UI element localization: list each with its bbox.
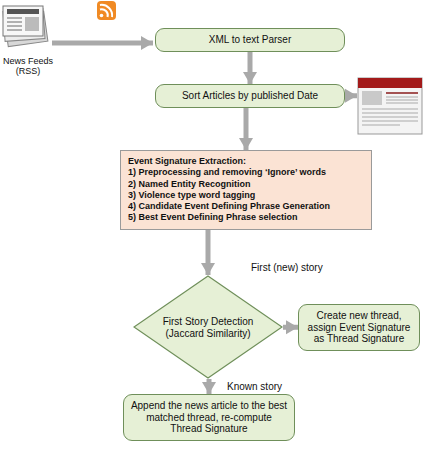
flow-arrow xyxy=(207,379,212,394)
caption-label: News Feeds (RSS) xyxy=(0,56,56,77)
node-text: First Story Detection (Jaccard Similarit… xyxy=(161,316,255,339)
box-heading: Event Signature Extraction: xyxy=(128,156,364,167)
newspaper-icon xyxy=(3,6,48,47)
node-text: Append the news article to the best matc… xyxy=(130,400,288,435)
rss-icon xyxy=(97,1,116,20)
node-text: Sort Articles by published Date xyxy=(162,90,338,102)
output-arrow xyxy=(345,93,357,98)
flow-arrow xyxy=(206,230,211,276)
list-item: 5) Best Event Defining Phrase selection xyxy=(128,212,364,223)
node-text: Create new thread, assign Event Signatur… xyxy=(305,310,413,345)
process-box: Sort Articles by published Date xyxy=(155,84,345,108)
list-item: 2) Named Entity Recognition xyxy=(128,179,364,190)
diamond-text: First Story Detection (Jaccard Similarit… xyxy=(161,316,255,339)
edge-label: First (new) story xyxy=(250,262,324,274)
edge-label: Known story xyxy=(226,381,283,393)
process-box: Append the news article to the best matc… xyxy=(123,394,295,441)
flow-arrow xyxy=(244,108,249,151)
decision-diamond: First Story Detection (Jaccard Similarit… xyxy=(133,275,283,379)
extraction-box: Event Signature Extraction:1) Preprocess… xyxy=(120,150,372,230)
list-item: 4) Candidate Event Defining Phrase Gener… xyxy=(128,201,364,212)
list-item: 3) Violence type word tagging xyxy=(128,190,364,201)
flow-arrow xyxy=(248,52,253,85)
process-box: XML to text Parser xyxy=(155,28,345,52)
process-box: Create new thread, assign Event Signatur… xyxy=(298,304,420,351)
feed-arrow xyxy=(52,41,153,46)
node-text: XML to text Parser xyxy=(162,34,338,46)
list-item: 1) Preprocessing and removing ‘Ignore’ w… xyxy=(128,167,364,178)
website-screenshot xyxy=(358,78,422,134)
flow-arrow xyxy=(283,325,298,330)
